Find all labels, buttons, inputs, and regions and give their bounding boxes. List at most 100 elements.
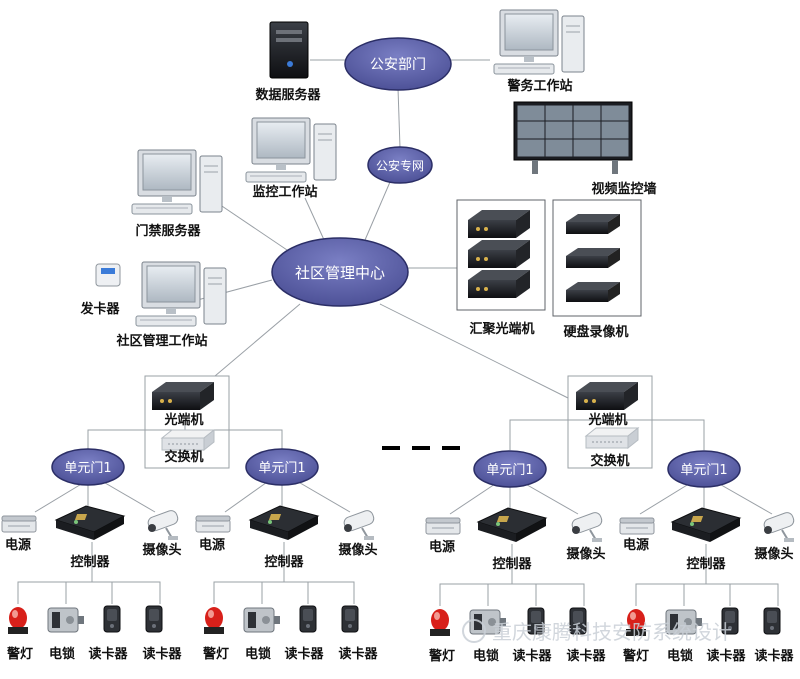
controller-label: 控制器 bbox=[686, 556, 726, 572]
unit-door-label: 单元门1 bbox=[64, 461, 111, 476]
computer-icon bbox=[245, 117, 337, 183]
hub-community-center: 社区管理中心 bbox=[271, 237, 409, 307]
optical-transceiver-icon bbox=[576, 382, 638, 410]
controller-icon bbox=[249, 505, 319, 541]
left-unit2-devices: 电源 控制器 摄像头 警灯 电锁 读卡器 读卡器 bbox=[195, 505, 378, 662]
optical-hub-label: 汇聚光端机 bbox=[469, 321, 534, 337]
camera-icon bbox=[569, 509, 605, 543]
controller-label: 控制器 bbox=[492, 556, 532, 572]
electric-lock-icon bbox=[47, 607, 85, 633]
right-optical-unit: 光端机 交换机 bbox=[576, 382, 639, 469]
card-issuer-label: 发卡器 bbox=[79, 301, 120, 317]
community-workstation: 发卡器 社区管理工作站 bbox=[79, 261, 227, 349]
electric-lock-label: 电锁 bbox=[245, 646, 271, 662]
controller-icon bbox=[671, 507, 741, 543]
card-reader-label: 读卡器 bbox=[706, 648, 746, 664]
card-reader-label: 读卡器 bbox=[566, 648, 606, 664]
controller-icon bbox=[55, 505, 125, 541]
alarm-light-icon bbox=[8, 607, 28, 634]
access-server-label: 门禁服务器 bbox=[135, 223, 201, 239]
card-reader-icon bbox=[763, 607, 781, 635]
alarm-light-label: 警灯 bbox=[203, 646, 229, 662]
electric-lock-icon bbox=[243, 607, 281, 633]
power-label: 电源 bbox=[5, 537, 31, 553]
computer-icon bbox=[131, 149, 223, 215]
police-workstation-label: 警务工作站 bbox=[507, 78, 572, 94]
hub-police-net: 公安专网 bbox=[367, 146, 433, 184]
optical-transceiver-icon bbox=[468, 240, 530, 268]
data-server-label: 数据服务器 bbox=[255, 87, 321, 103]
right-unit2-devices: 电源 控制器 摄像头 警灯 电锁 读卡器 读卡器 bbox=[619, 507, 797, 664]
electric-lock-label: 电锁 bbox=[49, 646, 75, 662]
controller-icon bbox=[477, 507, 547, 543]
dvr-icon bbox=[566, 282, 620, 302]
dvr-icon bbox=[566, 248, 620, 268]
police-workstation: 警务工作站 bbox=[493, 9, 585, 94]
camera-label: 摄像头 bbox=[142, 542, 181, 558]
ellipsis-dashes bbox=[382, 446, 460, 450]
dvr-label: 硬盘录像机 bbox=[563, 324, 628, 340]
camera-label: 摄像头 bbox=[754, 546, 793, 562]
left-switch-label: 交换机 bbox=[164, 449, 203, 465]
camera-icon bbox=[145, 507, 181, 541]
optical-hub-rack: 汇聚光端机 bbox=[456, 199, 546, 337]
video-wall: 视频监控墙 bbox=[513, 101, 657, 197]
left-unit1-devices: 电源 控制器 摄像头 警灯 电锁 读卡器 读卡器 bbox=[1, 505, 182, 662]
watermark: 重庆康腾科技安防系统设计 bbox=[462, 619, 732, 644]
alarm-light-label: 警灯 bbox=[7, 646, 33, 662]
controller-label: 控制器 bbox=[264, 554, 304, 570]
optical-transceiver-icon bbox=[468, 270, 530, 298]
alarm-light-label: 警灯 bbox=[429, 648, 455, 664]
power-supply-icon bbox=[195, 515, 231, 533]
community-workstation-label: 社区管理工作站 bbox=[115, 333, 207, 349]
unit-door-label: 单元门1 bbox=[680, 463, 727, 478]
optical-transceiver-icon bbox=[468, 210, 530, 238]
card-reader-icon bbox=[341, 605, 359, 633]
switch-icon bbox=[585, 427, 639, 449]
card-reader-label: 读卡器 bbox=[88, 646, 128, 662]
card-reader-icon bbox=[103, 605, 121, 633]
power-label: 电源 bbox=[623, 537, 649, 553]
watermark-text: 重庆康腾科技安防系统设计 bbox=[492, 620, 732, 644]
optical-transceiver-icon bbox=[152, 382, 214, 410]
camera-label: 摄像头 bbox=[566, 546, 605, 562]
power-supply-icon bbox=[425, 517, 461, 535]
power-label: 电源 bbox=[429, 539, 455, 555]
left-unit-door-2: 单元门1 bbox=[245, 448, 319, 486]
alarm-light-icon bbox=[430, 609, 450, 636]
dvr-rack: 硬盘录像机 bbox=[552, 199, 642, 340]
alarm-light-label: 警灯 bbox=[623, 648, 649, 664]
alarm-light-icon bbox=[204, 607, 224, 634]
power-supply-icon bbox=[1, 515, 37, 533]
electric-lock-label: 电锁 bbox=[473, 648, 499, 664]
electric-lock-label: 电锁 bbox=[667, 648, 693, 664]
left-branch-links bbox=[17, 375, 355, 604]
right-branch-links bbox=[439, 375, 779, 606]
wechat-icon bbox=[462, 619, 486, 643]
card-reader-label: 读卡器 bbox=[338, 646, 378, 662]
right-unit1-devices: 电源 控制器 摄像头 警灯 电锁 读卡器 读卡器 bbox=[425, 507, 606, 664]
power-supply-icon bbox=[619, 517, 655, 535]
camera-icon bbox=[341, 507, 377, 541]
card-reader-icon bbox=[299, 605, 317, 633]
power-label: 电源 bbox=[199, 537, 225, 553]
hub-police-dept-label: 公安部门 bbox=[370, 57, 426, 73]
left-optical-unit: 光端机 交换机 bbox=[152, 382, 215, 465]
video-wall-icon bbox=[513, 101, 633, 174]
card-reader-label: 读卡器 bbox=[142, 646, 182, 662]
right-optical-label: 光端机 bbox=[587, 412, 627, 428]
computer-icon bbox=[493, 9, 585, 75]
hub-police-net-label: 公安专网 bbox=[376, 158, 424, 173]
card-reader-label: 读卡器 bbox=[512, 648, 552, 664]
hub-police-dept: 公安部门 bbox=[344, 37, 452, 91]
unit-door-label: 单元门1 bbox=[486, 463, 533, 478]
card-reader-label: 读卡器 bbox=[754, 648, 794, 664]
server-tower-icon bbox=[269, 21, 309, 79]
right-switch-label: 交换机 bbox=[590, 453, 629, 469]
video-wall-label: 视频监控墙 bbox=[591, 181, 656, 197]
monitor-workstation-label: 监控工作站 bbox=[252, 184, 317, 200]
controller-label: 控制器 bbox=[70, 554, 110, 570]
hub-community-center-label: 社区管理中心 bbox=[295, 264, 385, 282]
